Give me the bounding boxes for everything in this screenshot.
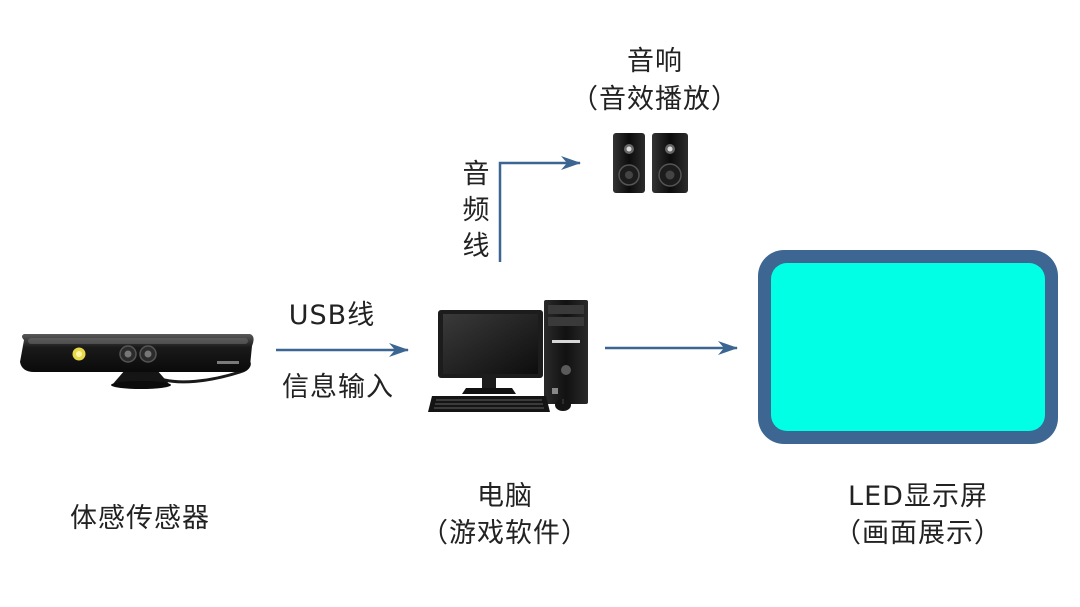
usb-cable-label: USB线 xyxy=(288,300,376,331)
led-display-screen xyxy=(771,263,1045,431)
motion-sensor-icon xyxy=(20,334,254,389)
audio-cable-label-char-1: 音 xyxy=(462,159,490,190)
computer-label: 电脑 xyxy=(477,481,533,512)
speakers-icon xyxy=(613,133,688,193)
display-label: LED显示屏 xyxy=(848,481,988,512)
speaker-sublabel: （音效播放） xyxy=(571,84,739,115)
info-input-label: 信息输入 xyxy=(282,372,394,403)
led-display-icon xyxy=(758,250,1058,444)
computer-icon xyxy=(428,300,588,412)
speaker-right-icon xyxy=(652,133,688,193)
audio-cable-label-char-3: 线 xyxy=(462,231,490,262)
audio-cable-label: 音 频 线 xyxy=(460,157,492,265)
speaker-left-icon xyxy=(613,133,645,193)
audio-cable-label-char-2: 频 xyxy=(462,195,490,226)
speaker-label: 音响 xyxy=(627,46,683,77)
sensor-label: 体感传感器 xyxy=(70,503,210,534)
arrow-computer-to-speaker xyxy=(498,156,581,262)
computer-sublabel: （游戏软件） xyxy=(421,518,589,549)
display-sublabel: （画面展示） xyxy=(834,518,1002,549)
